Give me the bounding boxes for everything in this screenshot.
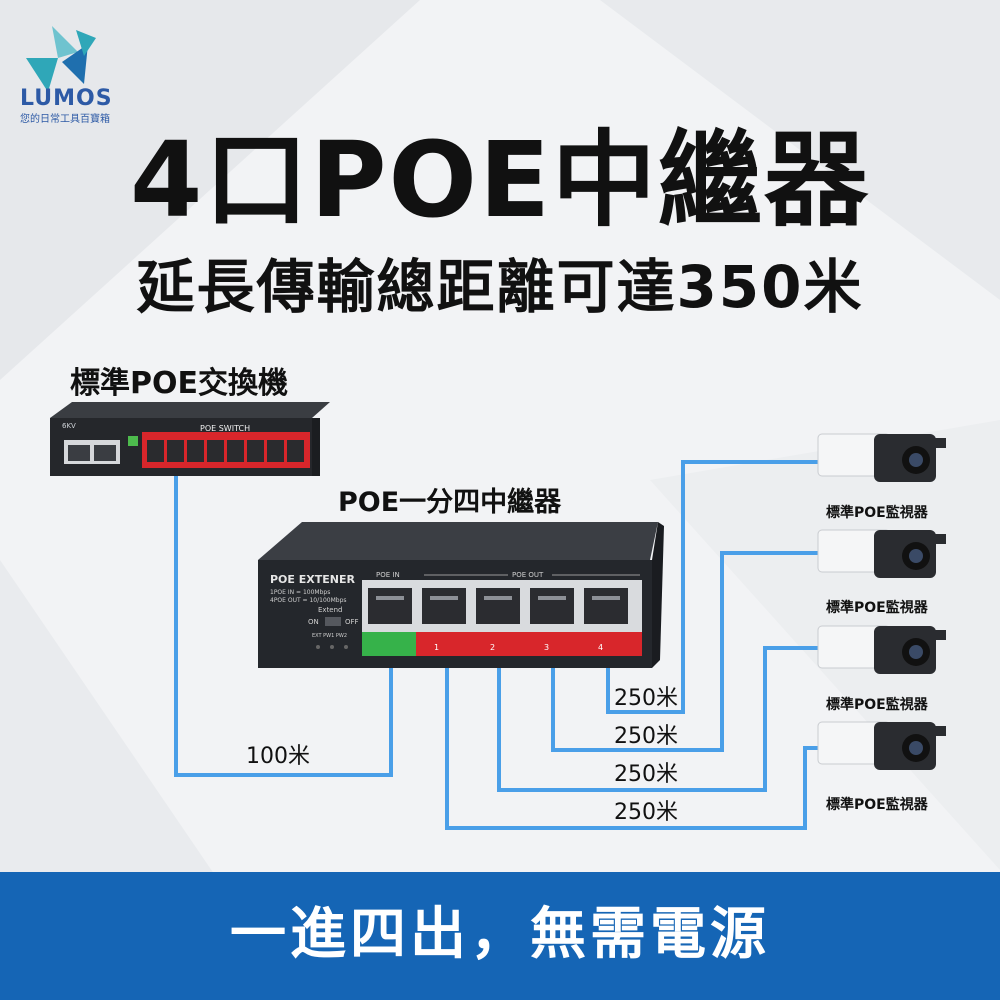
extender-extend-text: Extend — [318, 606, 343, 614]
footer-text: 一進四出，無需電源 — [230, 902, 770, 967]
camera-label-4: 標準POE監視器 — [826, 797, 928, 813]
brand-logo — [26, 26, 96, 92]
camera-label-1: 標準POE監視器 — [826, 505, 928, 521]
extender-led-labels: EXT PW1 PW2 — [312, 633, 347, 639]
main-title: 4口POE中繼器 — [129, 119, 871, 241]
port-number-3: 3 — [544, 643, 549, 652]
poe-extender-device: POE EXTENER 1POE IN = 100Mbps 4POE OUT =… — [258, 522, 664, 668]
distance-label-port-1: 250米 — [614, 800, 678, 825]
camera-2 — [817, 529, 946, 578]
footer-banner — [0, 872, 1000, 1000]
brand-name: LUMOS — [20, 86, 113, 111]
poe-switch-device: 6KV POE SWITCH — [50, 402, 330, 476]
cable-switch-to-extender — [174, 456, 393, 777]
switch-label: 標準POE交換機 — [70, 366, 288, 401]
subtitle: 延長傳輸總距離可達350米 — [136, 253, 864, 321]
cable-port-3 — [551, 551, 828, 752]
extender-switch-on: ON — [308, 618, 319, 626]
extender-switch-off: OFF — [345, 618, 359, 626]
distance-label-port-3: 250米 — [614, 724, 678, 749]
switch-brand-text: POE SWITCH — [200, 424, 250, 433]
camera-1 — [817, 433, 946, 482]
camera-label-3: 標準POE監視器 — [826, 697, 928, 713]
extender-spec-out: 4POE OUT = 10/100Mbps — [270, 597, 347, 604]
camera-4 — [817, 721, 946, 770]
cable-port-4 — [606, 460, 828, 714]
camera-label-2: 標準POE監視器 — [826, 600, 928, 616]
extender-label: POE一分四中繼器 — [338, 487, 562, 518]
port-number-2: 2 — [490, 643, 495, 652]
camera-3 — [817, 625, 946, 674]
cable-port-2 — [497, 615, 828, 792]
brand-tagline: 您的日常工具百寶箱 — [20, 114, 110, 125]
distance-label-port-4: 250米 — [614, 686, 678, 711]
distance-label-port-2: 250米 — [614, 762, 678, 787]
cable-port-1 — [445, 615, 828, 830]
poe-out-label: POE OUT — [512, 571, 544, 579]
extender-title: POE EXTENER — [270, 573, 355, 586]
distance-label-100m: 100米 — [246, 744, 310, 769]
port-number-1: 1 — [434, 643, 439, 652]
switch-corner-text: 6KV — [62, 422, 76, 430]
extender-spec-in: 1POE IN = 100Mbps — [270, 589, 330, 596]
poe-in-label: POE IN — [376, 571, 400, 579]
port-number-4: 4 — [598, 643, 603, 652]
